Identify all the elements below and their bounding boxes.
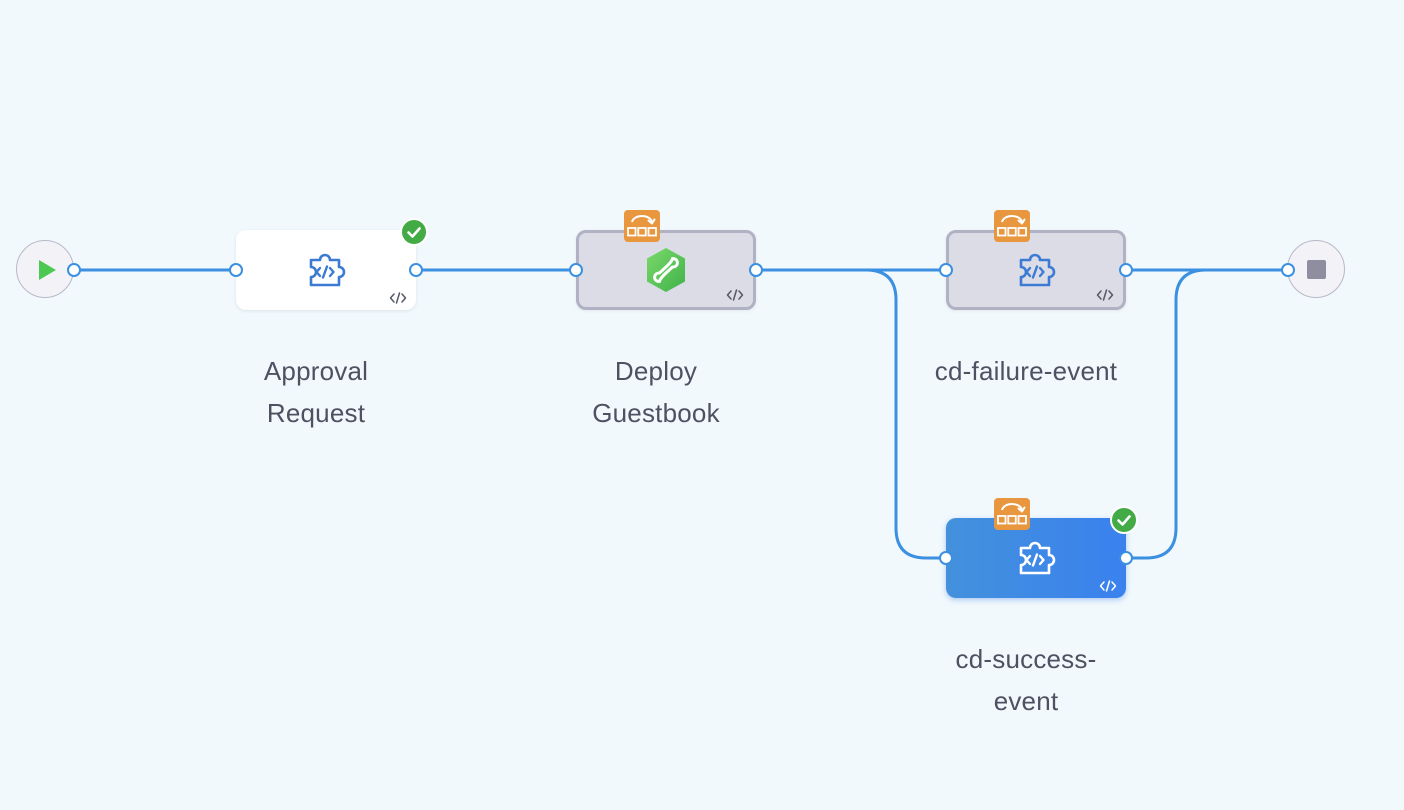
step-label-cd-failure-event: cd-failure-event <box>916 350 1136 392</box>
step-approval-request[interactable] <box>236 230 416 310</box>
label-line: cd-success- <box>955 644 1097 674</box>
step-cd-success-event[interactable] <box>946 518 1126 598</box>
code-step-icon <box>389 292 407 304</box>
label-line: event <box>993 686 1059 716</box>
code-step-icon <box>726 289 744 301</box>
code-step-icon <box>1096 289 1114 301</box>
success-output-port[interactable] <box>1119 551 1133 565</box>
code-puzzle-icon <box>303 247 349 293</box>
code-puzzle-icon <box>1013 247 1059 293</box>
stop-icon <box>1307 260 1326 279</box>
label-line: Guestbook <box>592 398 720 428</box>
looping-strategy-icon <box>624 210 660 242</box>
play-icon <box>39 260 56 280</box>
label-line: Request <box>266 398 366 428</box>
deploy-output-port[interactable] <box>749 263 763 277</box>
success-check-icon <box>400 218 428 246</box>
success-input-port[interactable] <box>939 551 953 565</box>
failure-input-port[interactable] <box>939 263 953 277</box>
failure-output-port[interactable] <box>1119 263 1133 277</box>
approval-output-port[interactable] <box>409 263 423 277</box>
step-label-approval-request: Approval Request <box>206 350 426 434</box>
label-line: Deploy <box>614 356 698 386</box>
approval-input-port[interactable] <box>229 263 243 277</box>
edge-deploy-success <box>754 268 948 560</box>
infinity-cd-icon <box>643 247 689 293</box>
step-label-cd-success-event: cd-success- event <box>916 638 1136 722</box>
deploy-input-port[interactable] <box>569 263 583 277</box>
looping-strategy-icon <box>994 498 1030 530</box>
label-line: Approval <box>263 356 369 386</box>
pipeline-end-node[interactable] <box>1287 240 1345 298</box>
code-step-icon <box>1099 580 1117 592</box>
edge-success-end <box>1124 268 1290 560</box>
looping-strategy-icon <box>994 210 1030 242</box>
step-label-deploy-guestbook: Deploy Guestbook <box>546 350 766 434</box>
code-puzzle-icon <box>1013 535 1059 581</box>
stage-deploy-guestbook[interactable] <box>576 230 756 310</box>
pipeline-start-node[interactable] <box>16 240 74 298</box>
step-cd-failure-event[interactable] <box>946 230 1126 310</box>
success-check-icon <box>1110 506 1138 534</box>
end-input-port[interactable] <box>1281 263 1295 277</box>
label-line: cd-failure-event <box>934 356 1118 386</box>
start-output-port[interactable] <box>67 263 81 277</box>
